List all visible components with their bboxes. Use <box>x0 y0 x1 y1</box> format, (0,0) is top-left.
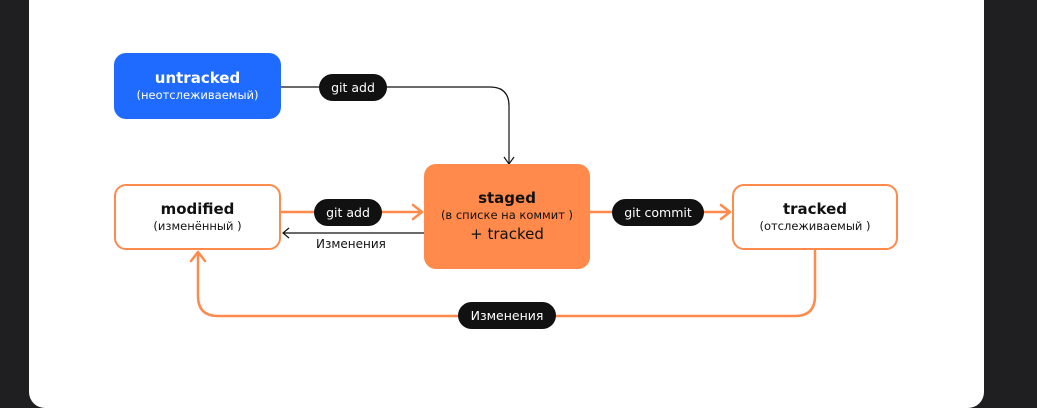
node-staged-title: staged <box>478 189 536 207</box>
arrowhead-staged-to-modified <box>282 227 290 239</box>
edge-label-modified-to-staged: git add <box>314 199 382 226</box>
arrowhead-modified-to-staged <box>411 203 424 221</box>
arrowhead-tracked-to-modified <box>189 250 207 263</box>
node-modified-subtitle: (изменённый ) <box>153 219 242 233</box>
node-staged-subtitle: (в списке на коммит ) <box>440 208 574 222</box>
edge-label-tracked-to-modified: Изменения <box>458 302 556 329</box>
node-modified: modified (изменённый ) <box>114 184 281 250</box>
node-staged: staged (в списке на коммит ) + tracked <box>424 164 590 269</box>
edge-label-untracked-to-staged: git add <box>319 74 387 101</box>
node-tracked-title: tracked <box>782 200 848 218</box>
edge-untracked-to-staged <box>281 86 510 163</box>
edge-label-staged-to-tracked: git commit <box>612 199 704 226</box>
node-modified-title: modified <box>160 200 235 218</box>
arrowhead-staged-to-tracked <box>719 203 732 221</box>
edge-label-staged-to-modified: Изменения <box>316 237 386 251</box>
node-tracked: tracked (отслеживаемый ) <box>732 184 898 250</box>
node-staged-extra: + tracked <box>470 225 544 243</box>
node-tracked-subtitle: (отслеживаемый ) <box>759 219 871 233</box>
node-untracked: untracked (неотслеживаемый) <box>114 53 281 119</box>
node-untracked-subtitle: (неотслеживаемый) <box>136 88 259 102</box>
node-untracked-title: untracked <box>154 69 241 87</box>
